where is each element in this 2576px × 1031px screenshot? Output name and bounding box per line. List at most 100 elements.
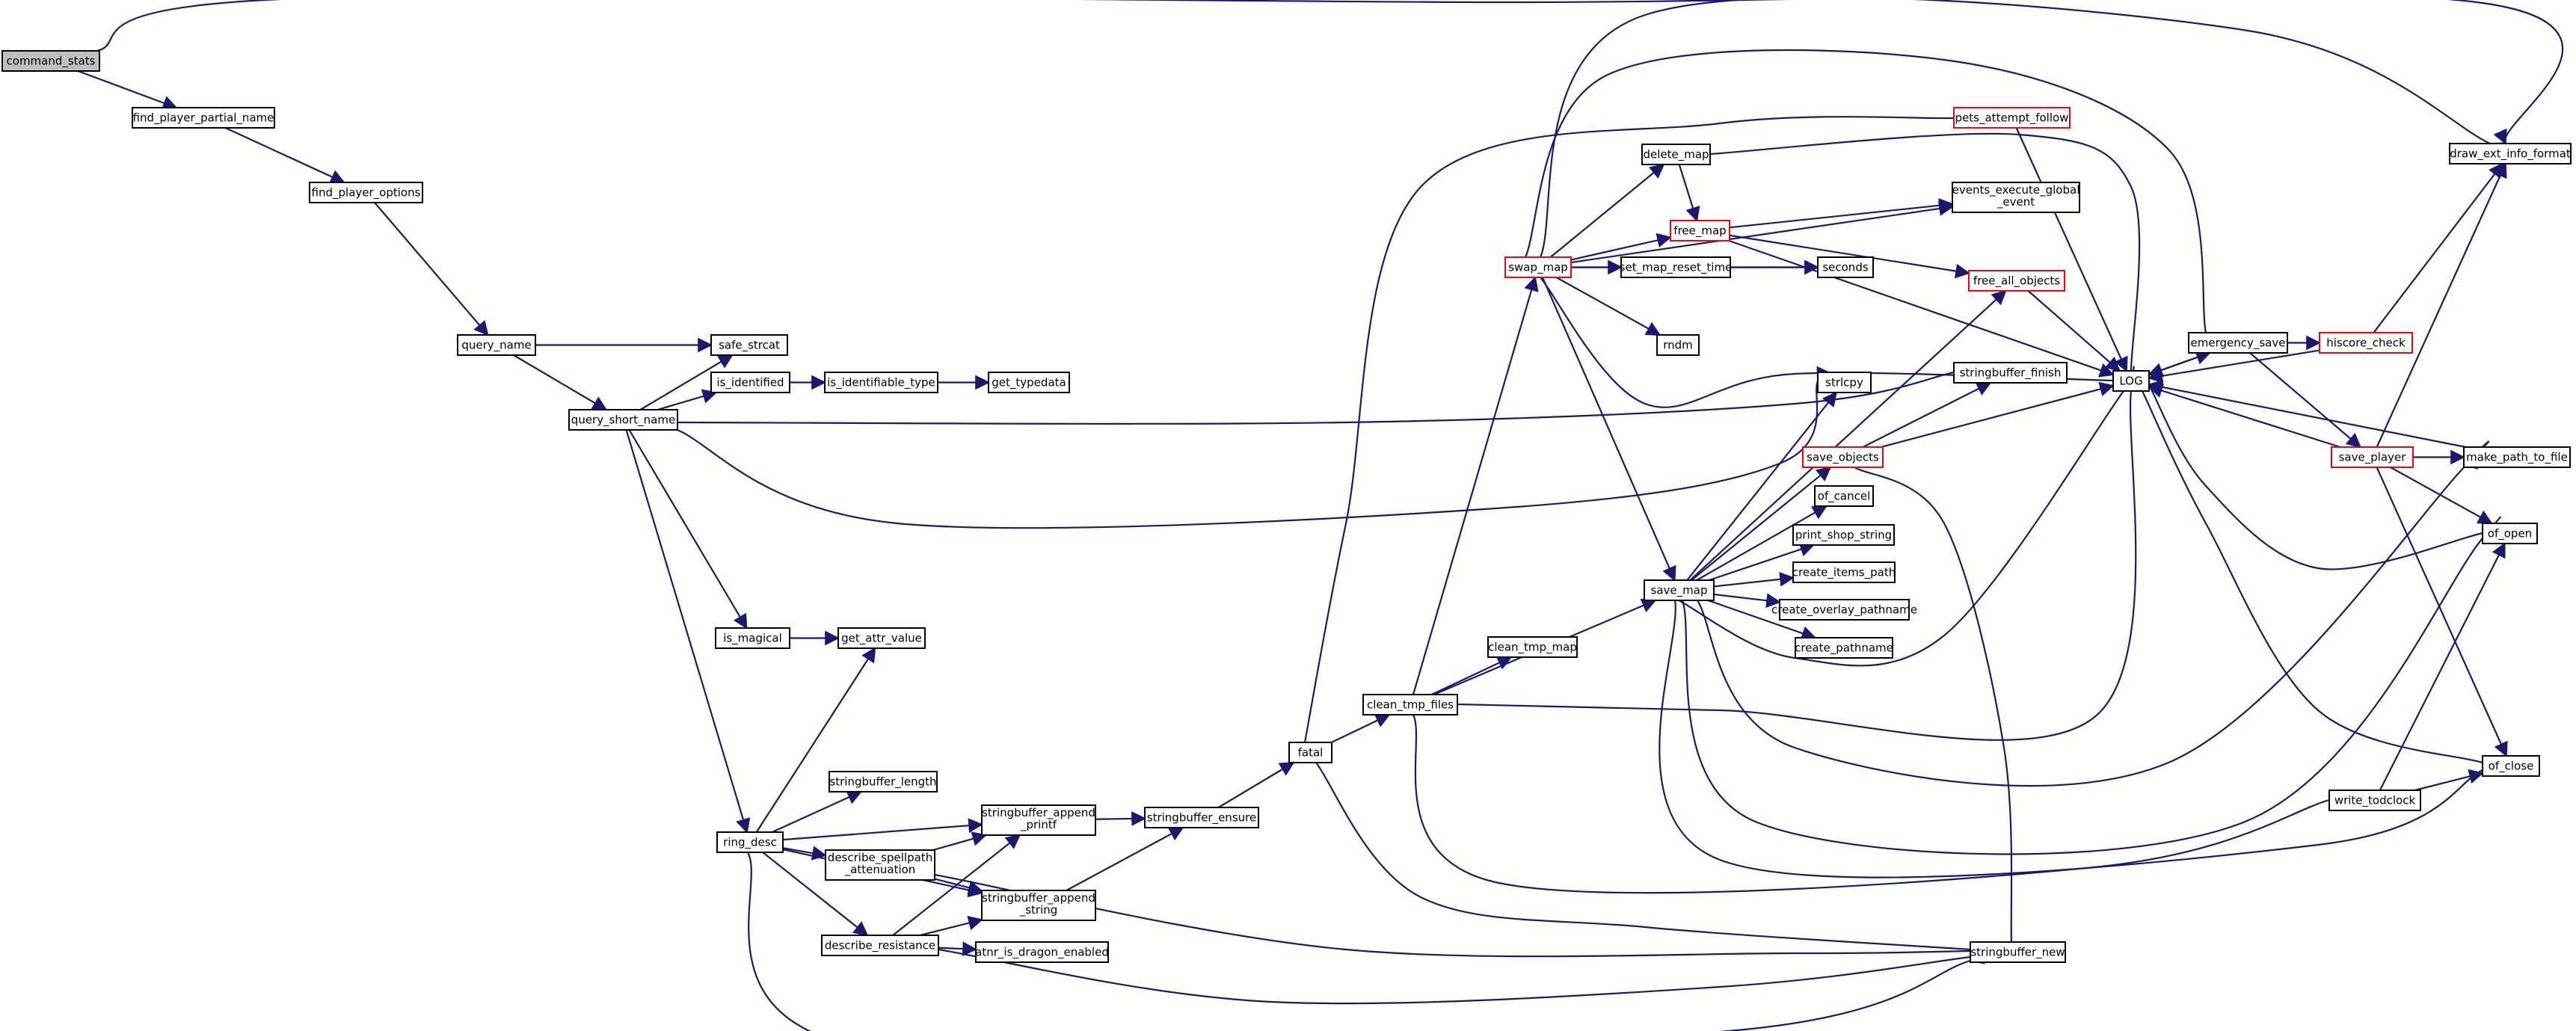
node-box	[2331, 446, 2414, 468]
edge-layer	[77, 0, 2564, 1031]
node-of-close[interactable]: of_close	[2482, 755, 2540, 777]
node-label: LOG	[2119, 375, 2142, 388]
node-stringbuffer-append-string[interactable]: stringbuffer_append_string	[981, 890, 1096, 921]
node-save-player[interactable]: save_player	[2331, 446, 2414, 468]
node-box	[2188, 332, 2288, 354]
edge-swap-map-to-save-map	[1541, 277, 1676, 582]
node-stringbuffer-ensure[interactable]: stringbuffer_ensure	[1144, 807, 1259, 828]
edge-save-map-to-log	[1669, 372, 2138, 667]
edge-hiscore-check-to-draw-ext-info-format	[2373, 162, 2503, 333]
node-box	[2482, 523, 2538, 544]
node-ring-desc[interactable]: ring_desc	[716, 831, 784, 853]
node-save-objects[interactable]: save_objects	[1802, 446, 1884, 468]
node-box	[2319, 332, 2413, 354]
node-clean-tmp-map[interactable]: clean_tmp_map	[1487, 636, 1578, 658]
node-create-items-path[interactable]: create_items_path	[1792, 561, 1896, 583]
node-of-open[interactable]: of_open	[2482, 523, 2538, 544]
node-log[interactable]: LOG	[2112, 370, 2150, 392]
node-stringbuffer-finish[interactable]: stringbuffer_finish	[1953, 362, 2068, 384]
node-label: create_items_path	[1792, 566, 1896, 580]
node-create-overlay-pathname[interactable]: create_overlay_pathname	[1771, 599, 1917, 621]
node-set-map-reset-time[interactable]: set_map_reset_time	[1620, 256, 1733, 278]
edge-swap-map-to-events-execute-global-event	[1570, 201, 1954, 264]
node-fatal[interactable]: fatal	[1288, 742, 1332, 763]
node-of-cancel[interactable]: of_cancel	[1814, 485, 1874, 507]
node-label: delete_map	[1643, 148, 1709, 162]
node-strlcpy[interactable]: strlcpy	[1817, 372, 1872, 393]
node-get-typedata[interactable]: get_typedata	[988, 372, 1070, 393]
node-is-identified[interactable]: is_identified	[710, 372, 790, 393]
node-is-identifiable-type[interactable]: is_identifiable_type	[824, 372, 938, 393]
edge-query-short-name-to-is-magical	[628, 429, 748, 630]
node-box	[1792, 524, 1895, 546]
node-box	[1504, 256, 1572, 278]
edge-free-map-to-free-all-objects	[1729, 234, 1970, 279]
node-layer: command_stats find_player_partial_namefin…	[1, 50, 2572, 963]
edge-save-player-to-log	[2148, 384, 2341, 449]
edge-save-map-to-create-overlay-pathname	[1713, 593, 1781, 609]
node-box	[1817, 256, 1874, 278]
edge-swap-map-to-delete-map	[1549, 163, 1665, 258]
node-box	[710, 334, 788, 356]
node-get-attr-value[interactable]: get_attr_value	[837, 627, 926, 649]
node-box	[2482, 755, 2540, 777]
edge-command-stats-to-draw-ext-info-format	[82, 0, 2564, 154]
node-free-all-objects[interactable]: free_all_objects	[1968, 270, 2065, 292]
node-seconds[interactable]: seconds	[1817, 256, 1874, 278]
edge-describe-resistance-to-stringbuffer-append-string	[920, 915, 983, 937]
node-find-player-partial-name[interactable]: find_player_partial_name	[132, 107, 275, 129]
node-describe-resistance[interactable]: describe_resistance	[821, 935, 939, 956]
node-atnr-is-dragon-enabled[interactable]: atnr_is_dragon_enabled	[975, 941, 1109, 963]
node-box	[2449, 143, 2572, 164]
node-create-pathname[interactable]: create_pathname	[1795, 637, 1893, 659]
node-box	[1953, 107, 2071, 129]
node-pets-attempt-follow[interactable]: pets_attempt_follow	[1953, 107, 2071, 129]
node-command-stats[interactable]: command_stats	[1, 50, 100, 72]
node-stringbuffer-new[interactable]: stringbuffer_new	[1970, 941, 2066, 963]
node-swap-map[interactable]: swap_map	[1504, 256, 1572, 278]
node-label: get_attr_value	[841, 632, 922, 646]
node-box	[1968, 270, 2065, 292]
edge-free-map-to-events-execute-global-event	[1729, 197, 1954, 229]
node-free-map[interactable]: free_map	[1670, 220, 1730, 241]
node-rndm[interactable]: rndm	[1656, 334, 1700, 356]
node-box	[825, 849, 935, 881]
edge-ring-desc-to-stringbuffer-new	[738, 837, 1990, 1031]
node-query-name[interactable]: query_name	[457, 334, 536, 356]
node-label: stringbuffer_append	[982, 806, 1095, 820]
edge-command-stats-to-find-player-partial-name	[77, 70, 178, 111]
node-find-player-options[interactable]: find_player_options	[309, 182, 423, 203]
node-stringbuffer-append-printf[interactable]: stringbuffer_append_printf	[981, 804, 1096, 836]
node-box	[716, 831, 784, 853]
edge-ring-desc-to-describe-spellpath-attenuation	[782, 846, 827, 861]
node-clean-tmp-files[interactable]: clean_tmp_files	[1362, 694, 1458, 715]
node-safe-strcat[interactable]: safe_strcat	[710, 334, 788, 356]
node-query-short-name[interactable]: query_short_name	[568, 409, 678, 431]
node-label: is_identified	[716, 376, 784, 390]
node-label: atnr_is_dragon_enabled	[975, 946, 1109, 960]
node-describe-spellpath-attenuation[interactable]: describe_spellpath_attenuation	[825, 849, 935, 881]
edge-save-player-to-of-open	[2390, 467, 2493, 524]
node-delete-map[interactable]: delete_map	[1641, 144, 1711, 165]
node-label: query_name	[461, 339, 531, 353]
node-label: fatal	[1298, 746, 1324, 760]
node-box	[1670, 220, 1730, 241]
node-save-map[interactable]: save_map	[1644, 579, 1715, 601]
node-box	[837, 627, 926, 649]
edge-stringbuffer-ensure-to-fatal	[1218, 761, 1295, 808]
node-box	[710, 372, 790, 393]
node-events-execute-global-event[interactable]: events_execute_global_event	[1952, 182, 2080, 213]
node-stringbuffer-length[interactable]: stringbuffer_length	[829, 771, 938, 793]
node-write-todclock[interactable]: write_todclock	[2328, 790, 2421, 811]
node-print-shop-string[interactable]: print_shop_string	[1792, 524, 1895, 546]
node-emergency-save[interactable]: emergency_save	[2188, 332, 2288, 354]
node-label: print_shop_string	[1795, 529, 1892, 543]
node-label: _printf	[1020, 818, 1057, 832]
node-hiscore-check[interactable]: hiscore_check	[2319, 332, 2413, 354]
node-box	[1779, 599, 1910, 621]
node-is-magical[interactable]: is_magical	[715, 627, 790, 649]
node-draw-ext-info-format[interactable]: draw_ext_info_format	[2449, 143, 2572, 164]
node-label: stringbuffer_new	[1970, 946, 2065, 960]
node-make-path-to-file[interactable]: make_path_to_file	[2463, 446, 2571, 468]
node-box	[457, 334, 536, 356]
